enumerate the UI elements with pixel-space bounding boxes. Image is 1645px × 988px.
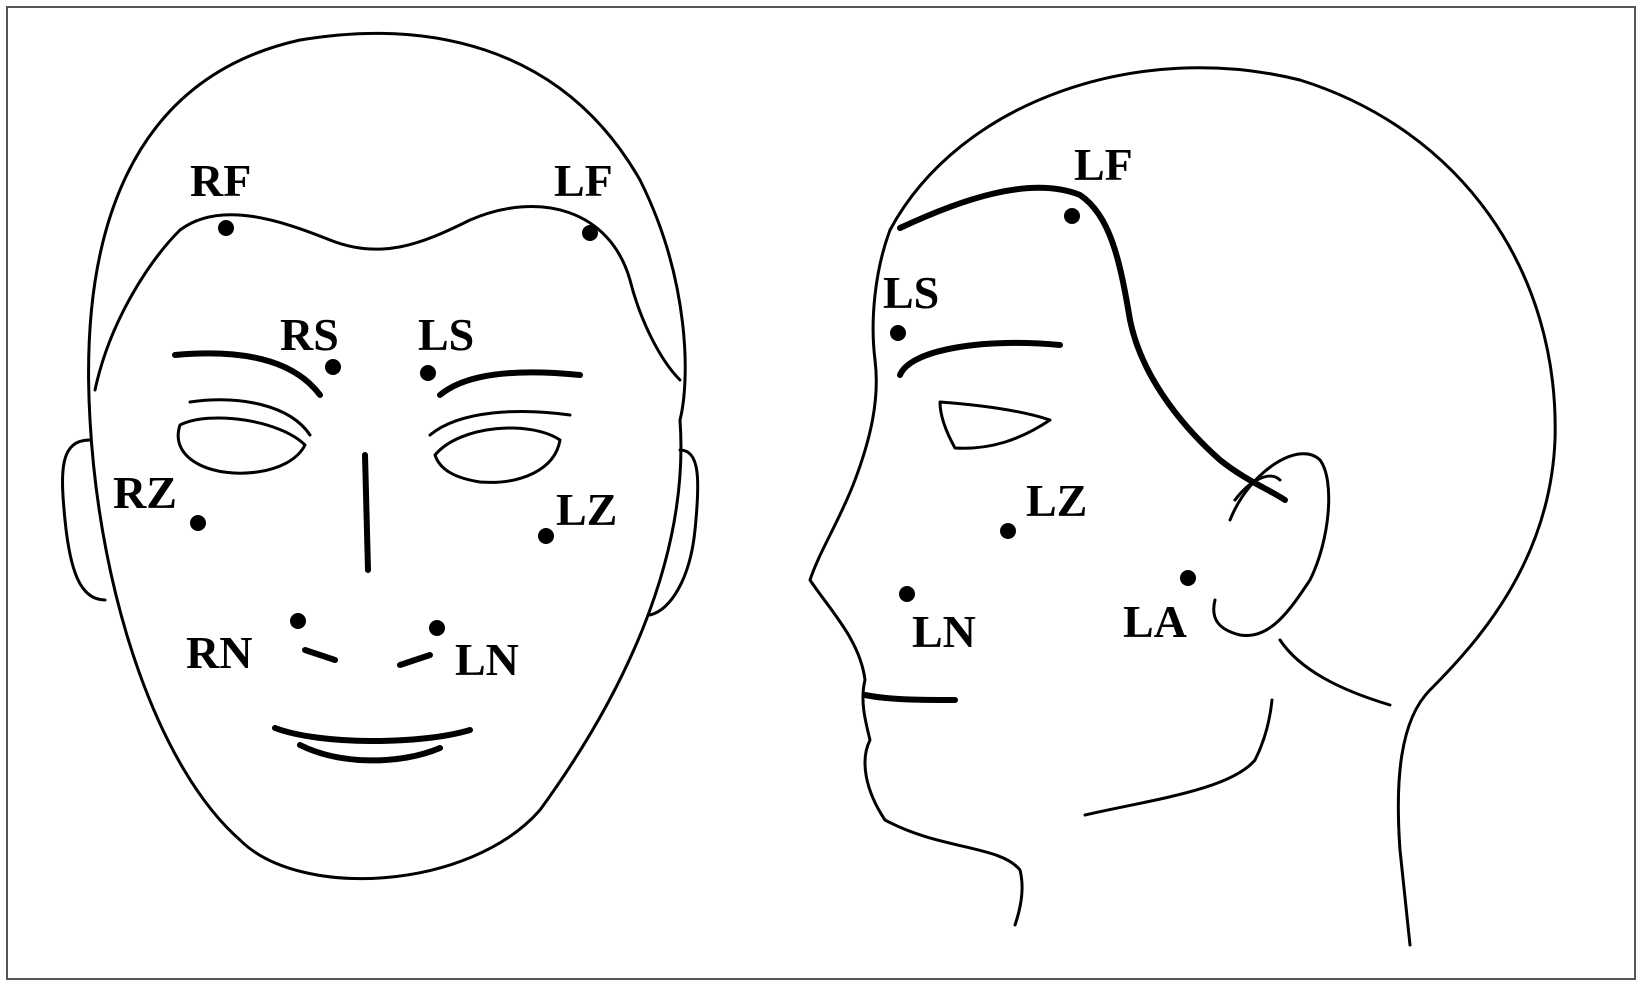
- front-point-rf-dot: [218, 220, 234, 236]
- front-left-eye: [435, 428, 560, 482]
- front-point-ls-label: LS: [418, 309, 474, 360]
- side-face-profile: [810, 230, 1022, 925]
- side-ear: [1214, 454, 1329, 636]
- side-eyebrow: [900, 343, 1060, 375]
- front-right-nostril: [305, 650, 335, 660]
- front-point-rz-dot: [190, 515, 206, 531]
- side-point-lz-dot: [1000, 523, 1016, 539]
- front-point-lf-label: LF: [554, 155, 613, 206]
- front-point-ls-dot: [420, 365, 436, 381]
- side-eye: [940, 402, 1050, 448]
- side-neck-back: [1280, 640, 1390, 705]
- front-left-eye-lid: [430, 412, 570, 435]
- front-point-lz-label: LZ: [556, 484, 617, 535]
- front-point-rn-dot: [290, 613, 306, 629]
- front-mouth-upper: [275, 728, 470, 741]
- front-point-rs-label: RS: [280, 309, 339, 360]
- front-nose-bridge: [365, 455, 368, 570]
- side-point-ls-label: LS: [883, 267, 939, 318]
- side-point-la-label: LA: [1123, 596, 1187, 647]
- side-point-ln-dot: [899, 586, 915, 602]
- front-point-rz-label: RZ: [113, 467, 177, 518]
- side-jawline: [1085, 700, 1272, 815]
- side-point-lz-label: LZ: [1026, 475, 1087, 526]
- side-hairline: [900, 188, 1285, 500]
- front-point-rn-label: RN: [186, 627, 252, 678]
- front-point-rf-label: RF: [190, 155, 251, 206]
- side-point-ln-label: LN: [912, 606, 976, 657]
- side-point-ls-dot: [890, 325, 906, 341]
- side-mouth: [865, 695, 955, 700]
- front-right-eye: [178, 418, 305, 473]
- side-point-la-dot: [1180, 570, 1196, 586]
- side-view: LF LS LZ LN LA: [810, 68, 1555, 945]
- front-point-lz-dot: [538, 528, 554, 544]
- front-point-lf-dot: [582, 225, 598, 241]
- front-right-ear: [63, 440, 105, 600]
- side-point-lf-label: LF: [1074, 139, 1133, 190]
- front-left-eyebrow: [440, 372, 580, 395]
- front-point-rs-dot: [325, 359, 341, 375]
- front-point-ln-label: LN: [455, 634, 519, 685]
- side-point-lf-dot: [1064, 208, 1080, 224]
- front-left-nostril: [400, 655, 430, 665]
- front-mouth-lower: [300, 745, 440, 760]
- side-skull-outline: [890, 68, 1555, 945]
- front-view: RF LF RS LS RZ LZ RN LN: [63, 33, 698, 878]
- front-point-ln-dot: [429, 620, 445, 636]
